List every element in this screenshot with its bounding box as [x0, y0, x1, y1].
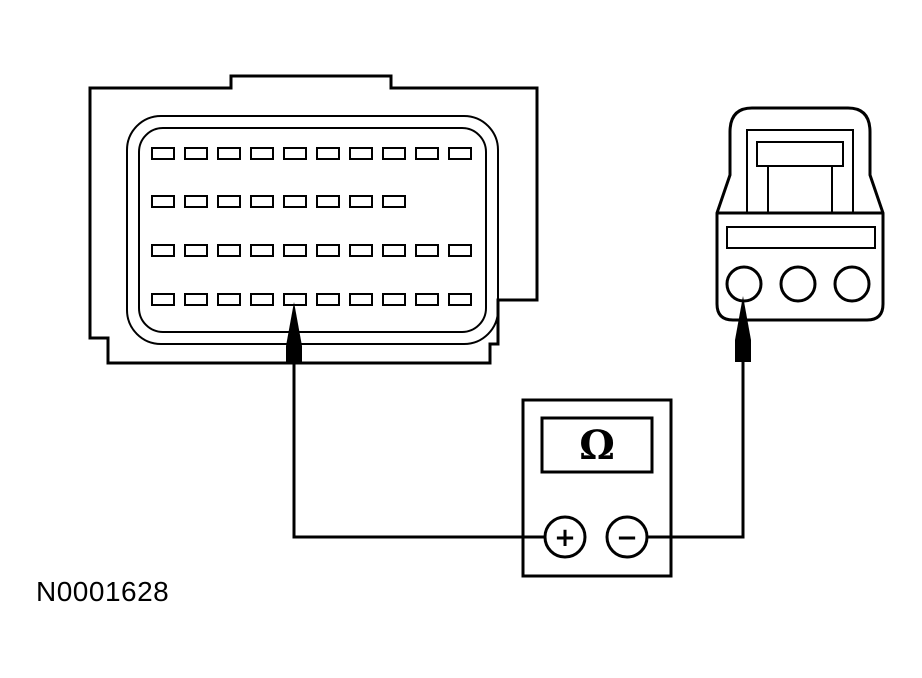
harness-pin-cavity	[151, 293, 175, 306]
harness-pin-cavity	[283, 147, 307, 160]
negative-probe-tip-icon	[735, 296, 751, 362]
harness-pin-cavity	[448, 147, 472, 160]
harness-pin-cavity	[316, 147, 340, 160]
sensor-terminal	[779, 265, 817, 303]
harness-pin-cavity	[184, 244, 208, 257]
harness-pin-cavity	[250, 147, 274, 160]
harness-pin-cavity	[316, 195, 340, 208]
harness-pin-cavity	[217, 195, 241, 208]
negative-test-lead	[647, 362, 745, 539]
harness-pin-cavity	[382, 195, 406, 208]
ohmmeter: Ω + −	[521, 398, 673, 578]
harness-pin-cavity	[283, 293, 307, 306]
ohm-symbol: Ω	[579, 422, 615, 469]
sensor-connector	[715, 106, 885, 322]
sensor-connector-latch	[756, 141, 844, 213]
harness-pin-cavity	[382, 244, 406, 257]
harness-pin-cavity	[250, 244, 274, 257]
ohmmeter-body	[521, 398, 673, 578]
harness-pin-cavity	[382, 293, 406, 306]
harness-pin-cavity	[184, 293, 208, 306]
harness-pin-cavity	[448, 293, 472, 306]
harness-pin-cavity	[448, 244, 472, 257]
positive-test-lead	[292, 362, 545, 539]
harness-connector-housing	[88, 74, 539, 365]
positive-terminal: +	[543, 515, 587, 559]
harness-pin-cavity	[184, 195, 208, 208]
sensor-connector-inner-wall	[746, 129, 854, 213]
positive-terminal-label: +	[554, 523, 576, 553]
harness-pin-cavity	[415, 147, 439, 160]
sensor-terminal	[725, 265, 763, 303]
negative-terminal: −	[605, 515, 649, 559]
harness-pin-cavity	[316, 244, 340, 257]
harness-pin-cavity	[316, 293, 340, 306]
harness-pin-cavity	[151, 244, 175, 257]
harness-pin-cavity	[349, 244, 373, 257]
harness-pin-cavity	[151, 195, 175, 208]
harness-pin-cavity	[415, 244, 439, 257]
harness-pin-cavity	[349, 195, 373, 208]
sensor-terminals	[725, 265, 871, 303]
harness-pin-cavity	[382, 147, 406, 160]
harness-pin-cavity	[349, 293, 373, 306]
harness-pin-cavity	[217, 293, 241, 306]
harness-connector-outer-rim	[126, 115, 499, 345]
sensor-connector-housing	[715, 106, 885, 322]
harness-pin-cavity	[250, 195, 274, 208]
harness-pin-cavity	[151, 147, 175, 160]
harness-pin-cavity	[283, 244, 307, 257]
harness-pin-grid	[151, 147, 472, 306]
sensor-terminal	[833, 265, 871, 303]
harness-pin-cavity	[349, 147, 373, 160]
harness-connector-inner-rim	[138, 127, 487, 333]
sensor-connector-key-slot	[726, 226, 876, 249]
harness-pin-cavity	[415, 293, 439, 306]
harness-pin-cavity	[283, 195, 307, 208]
harness-connector	[88, 74, 539, 365]
harness-pin-cavity	[184, 147, 208, 160]
positive-probe-tip-icon	[286, 302, 302, 364]
harness-pin-cavity	[250, 293, 274, 306]
harness-pin-cavity	[217, 244, 241, 257]
negative-terminal-label: −	[616, 523, 638, 553]
figure-id: N0001628	[36, 576, 170, 607]
harness-pin-cavity	[217, 147, 241, 160]
test-leads	[286, 296, 751, 539]
ohmmeter-display	[540, 416, 654, 474]
